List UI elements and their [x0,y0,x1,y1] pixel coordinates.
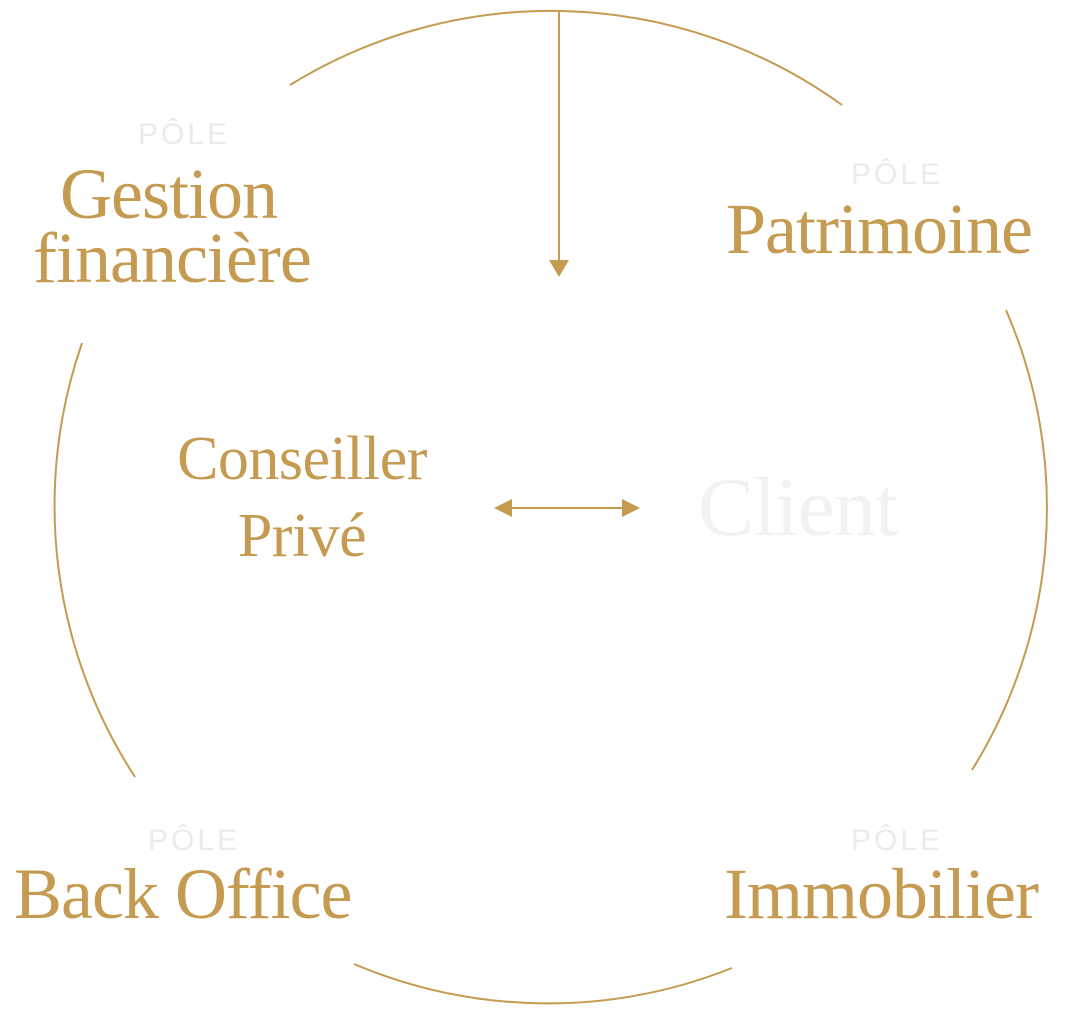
pole-eyebrow-back-office: PÔLE [148,824,241,857]
pole-eyebrow-gestion: PÔLE [138,118,231,151]
pole-title-gestion-line1: Gestion [60,154,278,234]
ring-arc-top [289,9,843,106]
double-arrow [494,499,640,517]
pole-eyebrow-patrimoine: PÔLE [851,158,944,191]
client-label: Client [698,461,898,554]
ring-arc-bottom [353,963,733,1005]
down-arrow [549,12,569,277]
pole-title-gestion-line2: financière [33,218,312,298]
pole-title-immobilier: Immobilier [724,854,1039,934]
ring-arc-right [971,309,1048,771]
pole-title-patrimoine: Patrimoine [726,189,1033,269]
pole-eyebrow-immobilier: PÔLE [851,824,944,857]
advisor-label-line2: Privé [237,502,367,570]
pole-title-back-office: Back Office [14,854,353,934]
ring-arc-left [53,342,136,778]
advisor-label-line1: Conseiller [177,425,427,493]
